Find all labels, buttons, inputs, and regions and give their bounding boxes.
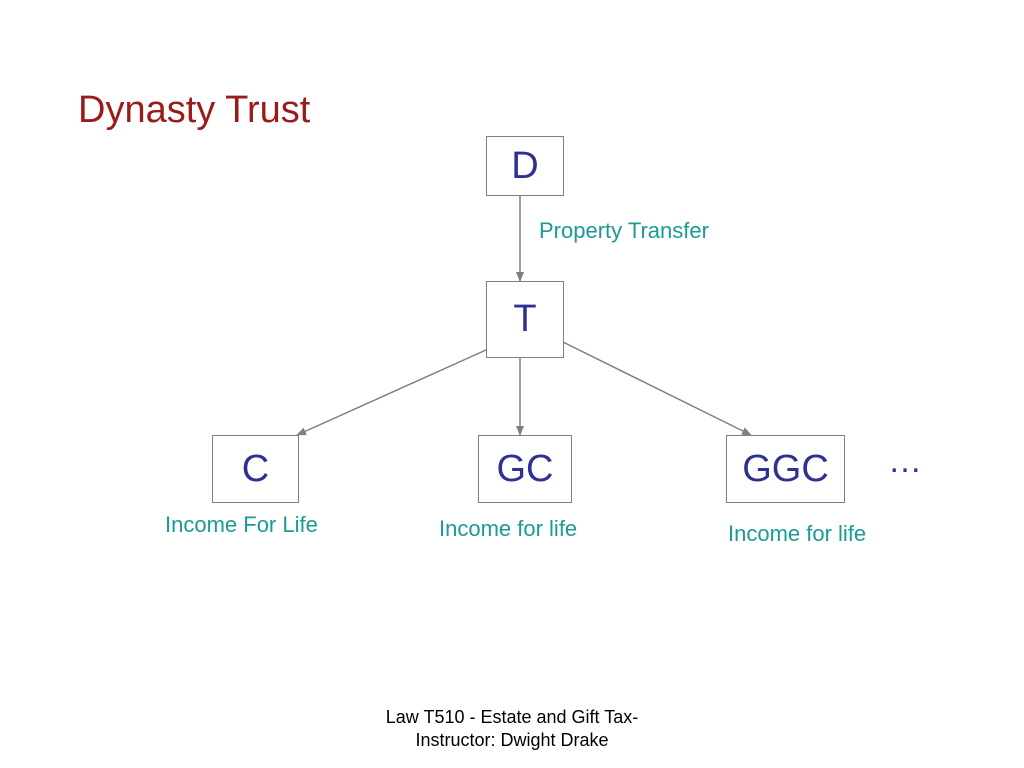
arrow-t-to-c [296,349,487,436]
node-child: C [212,435,299,503]
continuation-ellipsis: … [888,442,924,480]
node-trust-label: T [513,298,537,340]
node-great-grandchild: GGC [726,435,845,503]
node-child-label: C [241,447,270,490]
node-grandchild: GC [478,435,572,503]
footer-line-course: Law T510 - Estate and Gift Tax- [385,707,639,727]
footer-line-instructor: Instructor: Dwight Drake [415,729,609,750]
great-grandchild-income-label: Income for life [728,521,867,546]
node-donor: D [486,136,564,196]
child-income-label: Income For Life [165,512,318,537]
node-great-grandchild-label: GGC [742,447,829,490]
slide-footer: Law T510 - Estate and Gift Tax- Instruct… [332,706,692,751]
slide-title: Dynasty Trust [78,89,311,131]
node-donor-label: D [511,144,539,187]
grandchild-income-label: Income for life [439,516,578,541]
property-transfer-label: Property Transfer [539,218,709,243]
node-trust: T [486,281,564,358]
node-grandchild-label: GC [496,447,554,490]
arrow-t-to-ggc [562,341,752,436]
